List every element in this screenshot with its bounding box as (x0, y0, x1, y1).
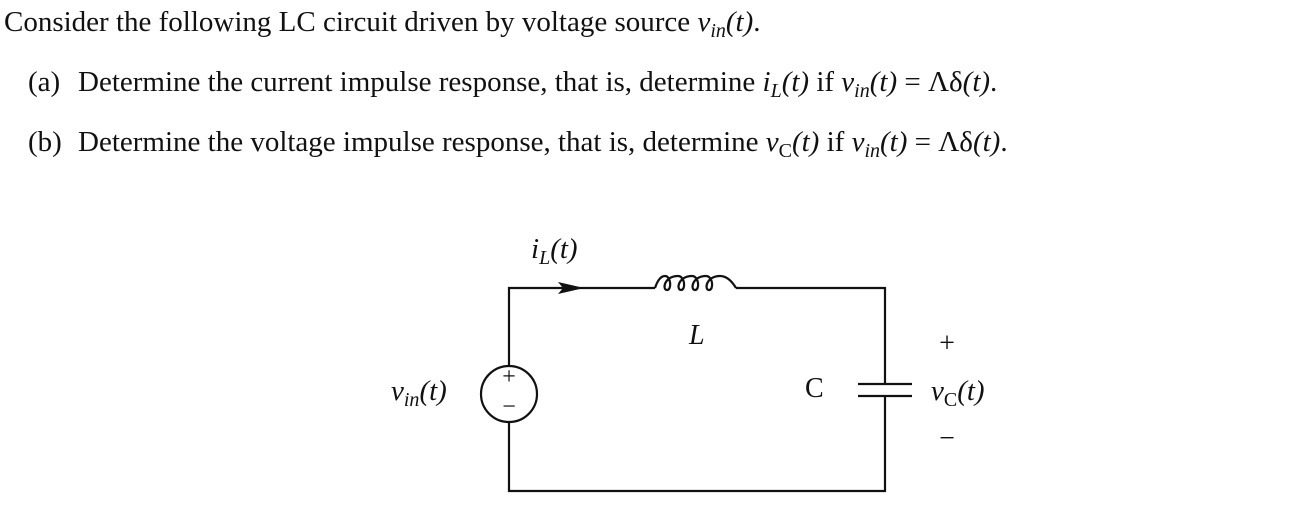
vin-symbol: vin (697, 6, 726, 42)
il-arg: (t) (781, 66, 810, 98)
period-a: . (990, 66, 998, 98)
equals-a: = (897, 66, 928, 98)
voltage-source-circle (479, 364, 539, 424)
impulse-a: Λδ (927, 66, 963, 98)
vin-symbol-b: vin (851, 126, 880, 162)
current-label: iL(t) (531, 233, 578, 269)
problem-intro: Consider the following LC circuit driven… (4, 4, 761, 42)
part-b-text: Determine the voltage impulse response, … (78, 126, 766, 158)
part-a-tag: (a) (28, 66, 61, 98)
part-b-tag: (b) (28, 126, 62, 158)
cap-plus-sign: + (939, 328, 955, 359)
intro-period: . (753, 6, 761, 38)
cap-minus-sign: − (939, 423, 955, 454)
source-label: vin(t) (391, 375, 447, 411)
vc-symbol: vC (765, 126, 792, 162)
wire-top-right (736, 286, 887, 384)
cap-voltage-label: vC(t) (931, 375, 985, 411)
wire-top-left (507, 286, 655, 366)
vin-arg-a: (t) (869, 66, 898, 98)
inductor-coil (653, 274, 737, 292)
vc-arg: (t) (791, 126, 820, 158)
source-minus-sign: − (502, 394, 516, 420)
current-arrow-icon (558, 282, 584, 294)
impulse-arg-a: (t) (962, 66, 991, 98)
vin-symbol-a: vin (841, 66, 870, 102)
problem-part-a: (a) Determine the current impulse respons… (28, 64, 998, 102)
intro-text: Consider the following LC circuit driven… (4, 6, 698, 38)
period-b: . (1000, 126, 1008, 158)
impulse-arg-b: (t) (972, 126, 1001, 158)
source-plus-sign: + (502, 364, 516, 390)
vin-arg: (t) (725, 6, 754, 38)
problem-part-b: (b) Determine the voltage impulse respons… (28, 124, 1008, 162)
part-b-if: if (819, 126, 852, 158)
vin-arg-b: (t) (880, 126, 908, 158)
inductor-label: L (688, 320, 705, 351)
part-a-text: Determine the current impulse response, … (78, 66, 763, 98)
wire-bottom (507, 396, 887, 493)
equals-b: = (907, 126, 939, 158)
capacitor-label: C (805, 373, 824, 404)
il-symbol: iL (762, 66, 782, 102)
part-a-if: if (809, 66, 842, 98)
impulse-b: Λδ (938, 126, 973, 158)
